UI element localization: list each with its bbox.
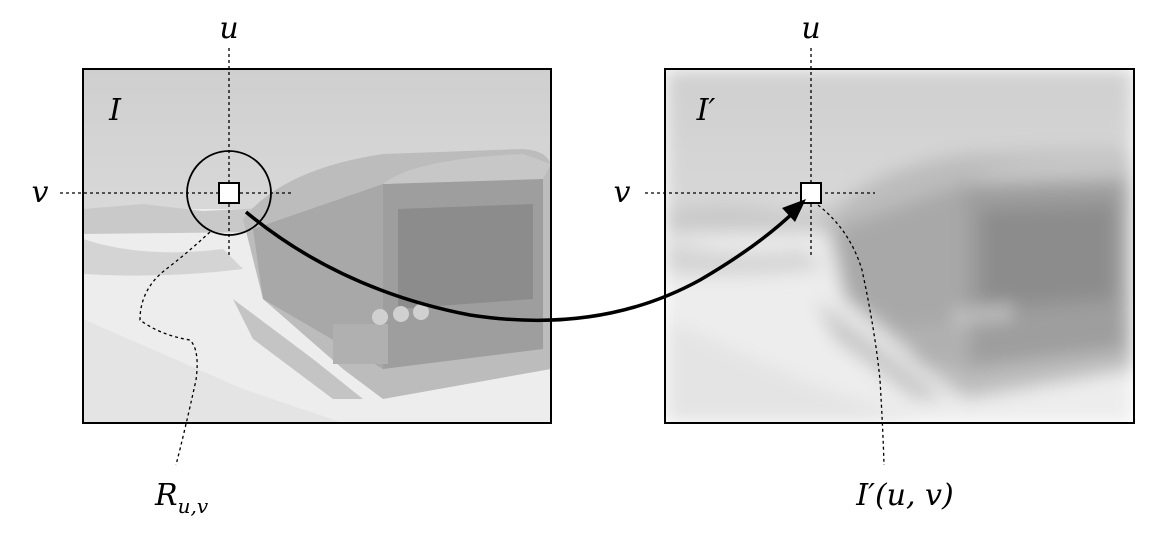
mapping-arrow [244,208,798,323]
axis-u-label-left: u [219,11,238,46]
pixel-leader-line [817,204,885,466]
axis-v-label-left: v [32,175,49,210]
pixel-label: I′(u, v) [855,478,953,513]
image-label-I-prime: I′ [696,93,716,128]
source-pixel-square [218,182,240,204]
filtered-image-I-prime [665,69,1133,423]
region-leader-line [139,231,211,466]
arrowhead-icon [782,199,806,222]
source-image-I [83,69,551,423]
axis-v-label-right: v [614,175,631,210]
region-label: Ru,v [154,478,209,518]
target-pixel-square [800,182,822,204]
source-image-frame [82,68,552,424]
axis-u-label-right: u [801,11,820,46]
image-label-I: I [108,93,122,128]
region-circle [186,150,272,236]
region-label-main: R [154,478,178,513]
region-label-sub: u,v [178,494,209,518]
filtered-image-frame [664,68,1135,424]
